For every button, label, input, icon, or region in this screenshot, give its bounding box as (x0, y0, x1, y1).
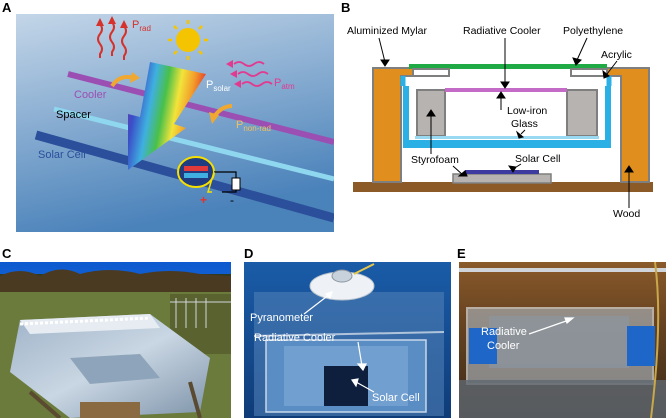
magnified-cell-icon (177, 156, 215, 188)
radiative-label-e: Radiative (481, 326, 527, 338)
spacer-label: Spacer (56, 109, 91, 121)
panel-e-photo: Radiative Cooler (459, 262, 666, 418)
acrylic-box (403, 86, 611, 148)
p-solar-label: Psolar (206, 79, 231, 93)
minus-sign: - (230, 193, 234, 207)
sun-icon (168, 20, 208, 60)
cooler-label-e: Cooler (487, 340, 520, 352)
glass-label: Glass (511, 118, 538, 130)
solar-cell-label-d: Solar Cell (372, 392, 420, 404)
polyethylene-label: Polyethylene (563, 25, 623, 37)
panel-b-letter: B (341, 0, 351, 15)
blue-block-left (469, 328, 497, 364)
panel-e-letter: E (457, 246, 466, 261)
resistor-icon (231, 177, 241, 191)
plus-sign: + (200, 193, 207, 207)
p-atm-label: Patm (274, 77, 295, 91)
panel-d-photo: Pyranometer Radiative Cooler Solar Cell (244, 262, 451, 418)
right-wood-column (606, 67, 650, 183)
radiative-cooler-layer (445, 88, 567, 92)
wood-base (353, 182, 653, 192)
acrylic-label: Acrylic (601, 49, 632, 61)
spacer-layer (53, 106, 334, 182)
panel-a-background (16, 14, 334, 232)
rad-wave-icon (96, 16, 128, 60)
p-nonrad-label: Pnon-rad (236, 119, 271, 133)
pyranometer-label: Pyranometer (250, 312, 313, 324)
panel-a-letter: A (2, 0, 12, 15)
solar-cell-label: Solar Cell (38, 149, 86, 161)
panel-d-letter: D (244, 246, 254, 261)
radiative-cooler-label-d: Radiative Cooler (254, 332, 336, 344)
bottom-styrofoam (452, 173, 552, 184)
low-iron-glass-layer (415, 136, 599, 139)
solar-spectrum-arrow (128, 62, 206, 170)
solar-cell-square (324, 366, 368, 406)
styrofoam-label: Styrofoam (411, 154, 459, 166)
panel-a-schematic: Prad Patm Psolar Pnon-rad Cooler Spacer … (16, 14, 334, 232)
panel-c-photo (0, 262, 231, 418)
aluminized-mylar-label: Aluminized Mylar (347, 25, 427, 37)
low-iron-label: Low-iron (507, 105, 547, 117)
polyethylene-layer (409, 64, 607, 69)
solar-cell-layer-b (465, 170, 539, 174)
wood-label: Wood (613, 208, 640, 220)
solar-cell-label-b: Solar Cell (515, 153, 561, 165)
p-rad-label: Prad (132, 19, 151, 33)
panel-c-letter: C (2, 246, 12, 261)
cooler-label: Cooler (74, 89, 107, 101)
panel-b-cross-section: Aluminized Mylar Radiative Cooler Polyet… (347, 25, 653, 220)
atm-wave-icon (226, 60, 273, 88)
radiative-cooler-label: Radiative Cooler (463, 25, 541, 37)
blue-block-right (627, 326, 655, 366)
styrofoam-right (566, 89, 598, 137)
